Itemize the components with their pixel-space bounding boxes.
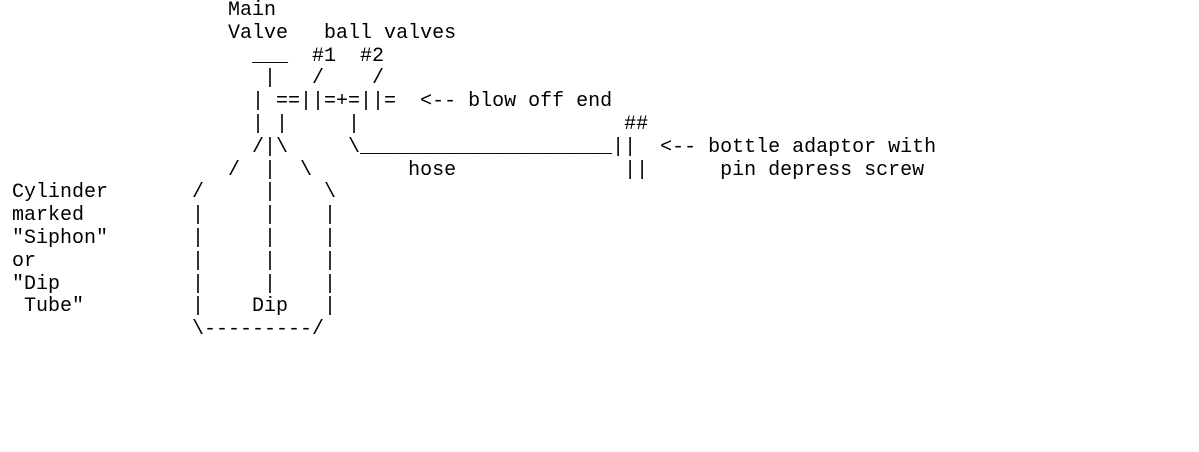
diagram-line-cylinder-bottom: \---------/	[12, 318, 325, 342]
diagram-line-valve-numbers: ___ #1 #2	[12, 44, 385, 68]
diagram-line-dip: "Dip | | |	[12, 272, 337, 296]
diagram-line-valve-handles: | / /	[12, 67, 385, 91]
diagram-line-siphon: "Siphon" | | |	[12, 226, 337, 250]
diagram-line-blow-off-end: | ==||=+=||= <-- blow off end	[12, 90, 613, 114]
ascii-siphon-cylinder-diagram: Main Valve ball valves ___ #1 #2 | / / |…	[12, 0, 936, 342]
diagram-line-hose-label: / | \ hose || pin depress screw	[12, 158, 925, 182]
diagram-line-cylinder-label: Cylinder / | \	[12, 181, 337, 205]
diagram-line-tube: Tube" | Dip |	[12, 295, 337, 319]
diagram-line-or: or | | |	[12, 249, 337, 273]
diagram-line-marked: marked | | |	[12, 204, 337, 228]
diagram-line-valve-labels: Valve ball valves	[12, 21, 457, 45]
diagram-line-main-label: Main	[12, 0, 277, 22]
diagram-line-hose-bottle-adaptor: /|\ \_____________________|| <-- bottle …	[12, 135, 937, 159]
diagram-line-adaptor-top: | | | ##	[12, 112, 649, 136]
